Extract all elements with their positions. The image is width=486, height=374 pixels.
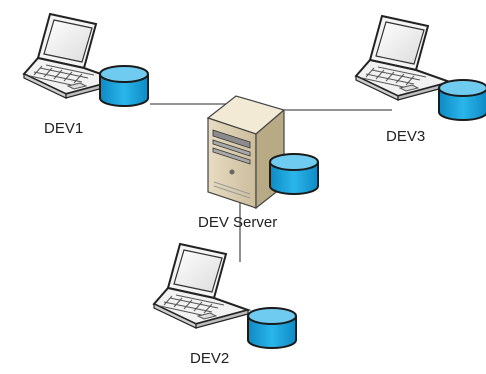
server-tower-icon (206, 95, 286, 210)
node-server (206, 95, 319, 210)
node-dev2 (153, 243, 297, 349)
database-icon (438, 79, 486, 121)
node-dev3 (355, 15, 486, 121)
database-icon (269, 153, 319, 195)
label-dev2: DEV2 (190, 350, 230, 367)
label-dev3: DEV3 (386, 128, 426, 145)
database-icon (247, 307, 297, 349)
label-server: DEV Server (198, 214, 278, 231)
laptop-icon (355, 15, 451, 101)
label-dev1: DEV1 (44, 120, 84, 137)
database-icon (99, 65, 149, 107)
laptop-icon (153, 243, 249, 329)
node-dev1 (23, 13, 149, 107)
